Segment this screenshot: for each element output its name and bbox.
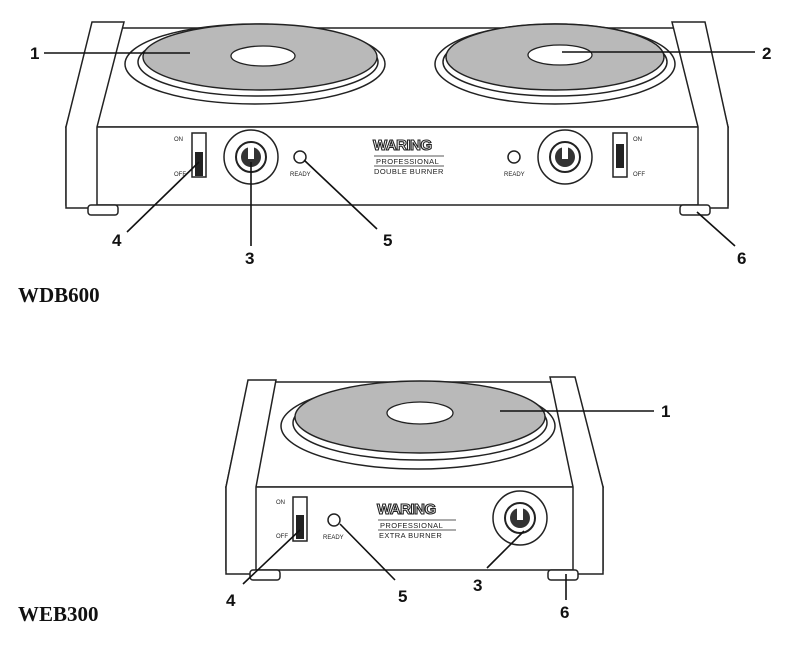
wdb600-callouts: 1 2 3 4 5 6 xyxy=(30,44,771,268)
wdb600-left-ready-light xyxy=(293,150,307,164)
web300-illustration: ON OFF READY WARING PROFESSIONAL EXTRA B… xyxy=(225,376,604,581)
wdb600-left-switch-on-label: ON xyxy=(174,137,183,143)
wdb600-right-burner-center xyxy=(527,44,593,66)
wdb600-illustration: ON OFF READY WARING PROFESSIONAL DOUBLE … xyxy=(65,21,729,216)
web300-left-foot xyxy=(249,569,281,581)
wdb600-right-foot xyxy=(679,204,711,216)
wdb600-left-switch-off-label: OFF xyxy=(174,172,186,178)
web300-right-bracket xyxy=(549,376,604,575)
web300-brand-logo: WARING xyxy=(377,501,436,518)
web300-callout-6: 6 xyxy=(560,603,569,622)
web300-ready-light xyxy=(327,513,341,527)
web300-logo-line1: PROFESSIONAL xyxy=(380,521,443,530)
wdb600-left-foot xyxy=(87,204,119,216)
wdb600-logo-line1: PROFESSIONAL xyxy=(376,157,439,166)
web300-right-foot xyxy=(547,569,579,581)
web300-callout-3: 3 xyxy=(473,576,482,595)
wdb600-right-bracket xyxy=(671,21,729,209)
wdb600-brand-logo: WARING xyxy=(373,137,432,154)
wdb600-leader-5 xyxy=(303,159,378,230)
web300-callouts: 1 3 4 5 6 xyxy=(226,402,670,622)
wdb600-left-knob-pointer xyxy=(248,146,254,159)
wdb600-callout-3: 3 xyxy=(245,249,254,268)
wdb600-callout-2: 2 xyxy=(762,44,771,63)
wdb600-callout-1: 1 xyxy=(30,44,39,63)
web300-leader-4 xyxy=(242,529,301,585)
wdb600-right-switch-on-label: ON xyxy=(633,137,642,143)
wdb600-leader-6 xyxy=(696,211,736,247)
wdb600-model-label: WDB600 xyxy=(18,283,100,307)
wdb600-callout-4: 4 xyxy=(112,231,122,250)
web300-leader-3 xyxy=(486,530,525,569)
wdb600-left-ready-label: READY xyxy=(290,172,311,178)
wdb600-callout-6: 6 xyxy=(737,249,746,268)
web300-leader-5 xyxy=(339,523,396,581)
web300-model-label: WEB300 xyxy=(18,602,99,626)
web300-knob-pointer xyxy=(517,507,523,520)
wdb600-right-ready-label: READY xyxy=(504,172,525,178)
web300-switch-rocker xyxy=(296,515,304,539)
web300-ready-label: READY xyxy=(323,535,344,541)
web300-callout-1: 1 xyxy=(661,402,670,421)
web300-burner-center xyxy=(386,401,454,425)
web300-callout-5: 5 xyxy=(398,587,407,606)
wdb600-right-knob-pointer xyxy=(562,146,568,159)
web300-callout-4: 4 xyxy=(226,591,236,610)
wdb600-left-burner-center xyxy=(230,45,296,67)
wdb600-callout-5: 5 xyxy=(383,231,392,250)
wdb600-logo-line2: DOUBLE BURNER xyxy=(374,167,444,176)
wdb600-leader-4 xyxy=(126,161,200,233)
wdb600-right-ready-light xyxy=(507,150,521,164)
wdb600-right-switch-rocker xyxy=(616,144,624,168)
web300-switch-off-label: OFF xyxy=(276,534,288,540)
wdb600-right-switch-off-label: OFF xyxy=(633,172,645,178)
web300-switch-on-label: ON xyxy=(276,500,285,506)
web300-logo-line2: EXTRA BURNER xyxy=(379,531,442,540)
wdb600-left-switch-rocker xyxy=(195,152,203,176)
